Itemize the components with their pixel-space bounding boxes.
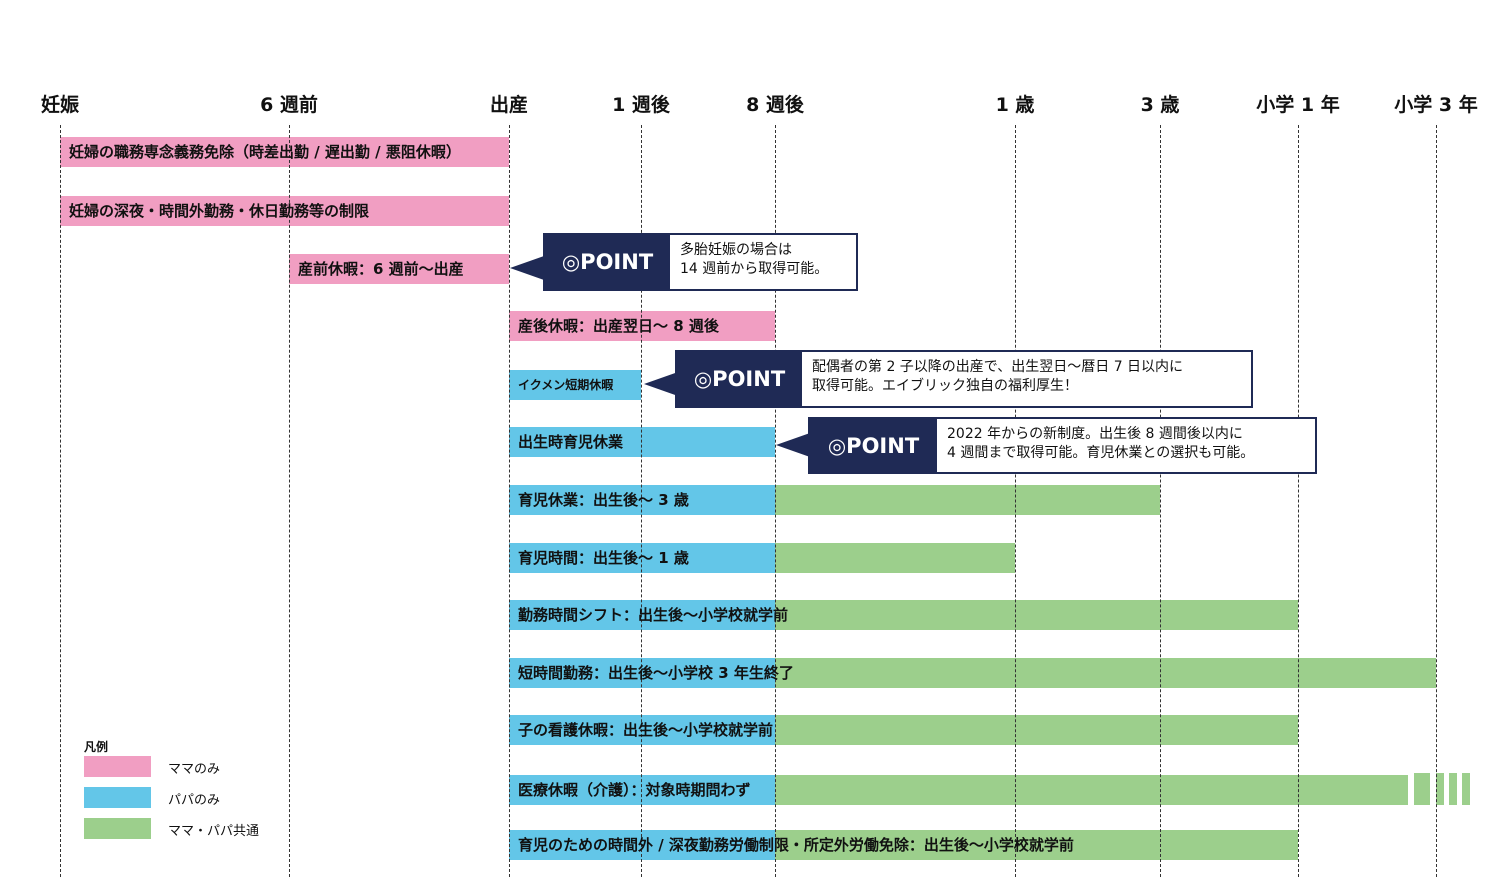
gridline <box>1015 125 1016 877</box>
point-badge: ◎POINT <box>545 235 670 289</box>
row-label: 医療休暇（介護）：対象時期問わず <box>518 781 751 799</box>
legend-swatch-mama <box>84 756 151 777</box>
tick-label: 1 週後 <box>612 94 670 116</box>
phase-childcare: 育児期 <box>1092 34 1150 57</box>
point-badge: ◎POINT <box>810 419 937 472</box>
point-callout-3: ◎POINT 2022 年からの新制度。出生後 8 週間後以内に 4 週間まで取得… <box>808 417 1317 474</box>
bar-continuation <box>1449 773 1457 805</box>
legend-swatch-both <box>84 818 151 839</box>
gridline <box>1160 125 1161 877</box>
bar-papa <box>509 775 775 805</box>
tick-label: 小学 1 年 <box>1256 94 1340 116</box>
bar-continuation <box>1414 773 1430 805</box>
gridline <box>509 125 510 877</box>
gridline <box>1436 125 1437 877</box>
bar-continuation <box>1436 773 1444 805</box>
bar-mama <box>60 196 509 226</box>
phase-pregnancy: 妊娠期 <box>118 35 176 58</box>
row-label: 産後休暇：出産翌日〜 8 週後 <box>518 317 719 335</box>
bar-both <box>775 600 1298 630</box>
bar-mama <box>289 254 509 284</box>
legend-label: パパのみ <box>168 793 221 808</box>
row-label: 短時間勤務：出生後〜小学校 3 年生終了 <box>518 664 794 682</box>
row-label: 出生時育児休業 <box>518 433 624 451</box>
phase-birth: 出産期 <box>496 33 554 56</box>
bar-mama <box>509 311 775 341</box>
point-text: 配偶者の第 2 子以降の出産で、出生翌日〜暦日 7 日以内に <box>812 359 1184 375</box>
point-text: 取得可能。エイブリック独自の福利厚生！ <box>812 378 1078 394</box>
bar-papa <box>509 370 641 400</box>
row-label: 育児休業：出生後〜 3 歳 <box>518 491 689 509</box>
tick-label: 妊娠 <box>40 94 80 116</box>
tick-label: 8 週後 <box>746 94 804 116</box>
bar-both <box>775 658 1436 688</box>
point-text: 多胎妊娠の場合は <box>680 242 792 258</box>
gridline <box>1298 125 1299 877</box>
point-text: 4 週間まで取得可能。育児休業との選択も可能。 <box>947 445 1255 461</box>
bar-papa <box>509 830 775 860</box>
bar-both <box>775 715 1298 745</box>
point-text: 14 週前から取得可能。 <box>680 261 829 277</box>
bar-papa <box>509 543 775 573</box>
row-label: 妊婦の深夜・時間外勤務・休日勤務等の制限 <box>69 202 370 220</box>
bar-both <box>775 485 1160 515</box>
tick-label: 小学 3 年 <box>1394 94 1478 116</box>
bar-both <box>775 775 1408 805</box>
bar-papa <box>509 600 775 630</box>
bar-continuation <box>1462 773 1470 805</box>
point-badge: ◎POINT <box>677 352 802 406</box>
row-label: イクメン短期休暇 <box>518 378 614 392</box>
point-text: 2022 年からの新制度。出生後 8 週間後以内に <box>947 426 1243 442</box>
row-label: 妊婦の職務専念義務免除（時差出勤 / 遅出勤 / 悪阻休暇） <box>69 143 461 161</box>
point-callout-2: ◎POINT 配偶者の第 2 子以降の出産で、出生翌日〜暦日 7 日以内に取得可… <box>675 350 1253 408</box>
bar-papa <box>509 427 775 457</box>
row-label: 勤務時間シフト：出生後〜小学校就学前 <box>518 606 789 624</box>
bar-papa <box>509 715 775 745</box>
callout-arrow-icon <box>644 372 678 396</box>
tick-label: 出産 <box>489 94 529 116</box>
row-label: 産前休暇：6 週前〜出産 <box>298 260 464 278</box>
bar-papa <box>509 658 775 688</box>
bar-papa <box>509 485 775 515</box>
row-label: 育児のための時間外 / 深夜勤務労働制限・所定外労働免除：出生後〜小学校就学前 <box>518 836 1074 854</box>
tick-label: 3 歳 <box>1140 94 1180 116</box>
row-label: 子の看護休暇：出生後〜小学校就学前 <box>518 721 774 739</box>
legend-label: ママ・パパ共通 <box>168 824 260 839</box>
gridline <box>775 125 776 877</box>
gridline <box>289 125 290 877</box>
bar-mama <box>60 137 509 167</box>
legend-title: 凡例 <box>84 740 109 754</box>
callout-arrow-icon <box>776 433 810 457</box>
row-label: 育児時間：出生後〜 1 歳 <box>518 549 689 567</box>
point-callout-1: ◎POINT 多胎妊娠の場合は 14 週前から取得可能。 <box>543 233 858 291</box>
bar-both <box>775 543 1015 573</box>
legend-label: ママのみ <box>168 762 221 777</box>
bar-both <box>775 830 1298 860</box>
callout-arrow-icon <box>510 256 544 280</box>
legend-swatch-papa <box>84 787 151 808</box>
tick-label: 6 週前 <box>260 94 318 116</box>
gridline <box>60 125 61 877</box>
gridline <box>641 125 642 877</box>
tick-label: 1 歳 <box>995 94 1035 116</box>
